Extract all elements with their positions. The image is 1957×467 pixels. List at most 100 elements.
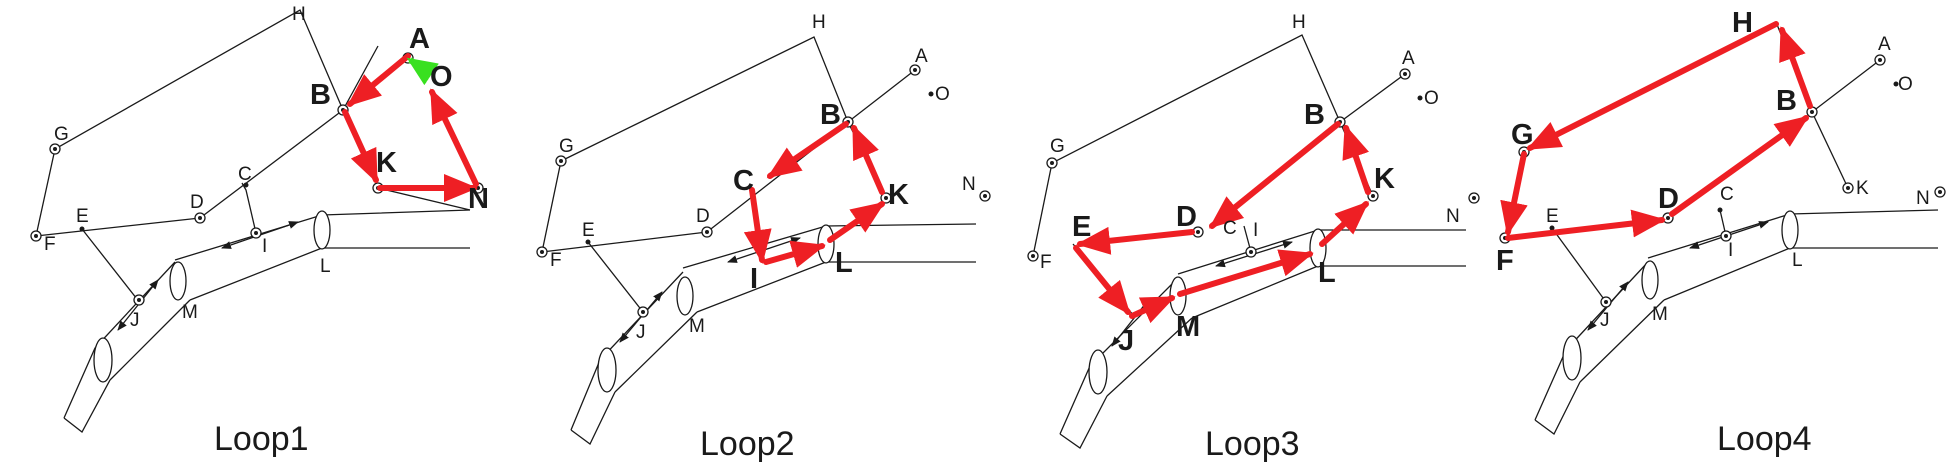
panel-title: Loop1 bbox=[214, 420, 309, 458]
node-label-d: D bbox=[1658, 183, 1679, 215]
rod-f-d bbox=[541, 231, 708, 253]
cylinder-cap-l bbox=[313, 210, 331, 250]
panel-loop4: A O N K C I L J M E H G F D B Loop4 bbox=[1496, 7, 1946, 458]
cylinder-cap-l bbox=[1309, 228, 1327, 268]
node-label-h: H bbox=[1292, 12, 1306, 33]
rod-n bbox=[377, 187, 471, 211]
loop-arrow-b-d bbox=[1208, 121, 1341, 229]
loop-arrow-e-j bbox=[1073, 245, 1131, 316]
node-label-o: O bbox=[1898, 74, 1913, 95]
node-label-g: G bbox=[54, 124, 69, 145]
node-label-e: E bbox=[76, 206, 89, 227]
loop-arrow-a-b bbox=[346, 53, 411, 107]
node-label-l: L bbox=[1792, 250, 1803, 271]
node-label-g: G bbox=[1050, 136, 1065, 157]
loop-arrow-d-e bbox=[1076, 226, 1195, 255]
node-label-c: C bbox=[1223, 218, 1237, 239]
node-label-j: J bbox=[130, 310, 140, 331]
loop-arrow-b-k bbox=[342, 109, 379, 184]
loop-arrow-k-b bbox=[851, 124, 885, 195]
node-label-b: B bbox=[310, 79, 331, 111]
cylinder-cap-m bbox=[1641, 260, 1659, 300]
loop-arrow-f-d bbox=[1505, 209, 1666, 241]
node-label-l: L bbox=[1318, 257, 1336, 289]
node-label-a: A bbox=[1878, 34, 1891, 55]
rod-e-j bbox=[1551, 227, 1607, 303]
node-label-a: A bbox=[409, 23, 430, 55]
node-label-g: G bbox=[1511, 119, 1534, 151]
loop-arrow-h-g bbox=[1526, 21, 1779, 151]
loop-arrow-g-f bbox=[1500, 151, 1528, 236]
node-label-m: M bbox=[1176, 311, 1200, 343]
start-arrow-o-a bbox=[406, 57, 439, 86]
panel-loop2: H G F E D J M A O N B C I L K Loop2 bbox=[536, 12, 991, 463]
panel-title: Loop3 bbox=[1205, 425, 1300, 463]
joint-markers bbox=[30, 52, 484, 306]
node-label-c: C bbox=[733, 165, 754, 197]
node-label-c: C bbox=[1720, 184, 1734, 205]
node-label-e: E bbox=[582, 220, 595, 241]
node-label-b: B bbox=[820, 99, 841, 131]
rod-b-k bbox=[1811, 111, 1849, 189]
node-label-g: G bbox=[559, 136, 574, 157]
node-label-b: B bbox=[1304, 99, 1325, 131]
panel-loop1: H G F E D C I J M L A B O K N Loop1 bbox=[30, 4, 489, 458]
cylinder-cap-j bbox=[1088, 349, 1108, 395]
cylinder-cap-j bbox=[597, 347, 617, 393]
node-label-b: B bbox=[1776, 85, 1797, 117]
upper-frame-link bbox=[1032, 34, 1406, 257]
loop-arrow-l-k bbox=[827, 201, 886, 243]
loop-arrow-l-k bbox=[1319, 201, 1369, 247]
node-label-n: N bbox=[1916, 188, 1930, 209]
node-label-m: M bbox=[182, 302, 198, 323]
node-label-l: L bbox=[835, 247, 853, 279]
node-label-o: O bbox=[1424, 88, 1439, 109]
rod-e-j bbox=[81, 228, 143, 301]
loop-arrow-c-i bbox=[743, 187, 772, 264]
node-label-h: H bbox=[1732, 7, 1753, 39]
node-label-k: K bbox=[1374, 163, 1395, 195]
node-label-j: J bbox=[636, 322, 646, 343]
node-label-a: A bbox=[1402, 48, 1415, 69]
loop-arrow-b-c bbox=[766, 121, 849, 179]
node-label-k: K bbox=[1856, 178, 1869, 199]
node-label-i: I bbox=[1253, 220, 1258, 241]
node-label-m: M bbox=[689, 316, 705, 337]
loop-arrow-j-m bbox=[1129, 295, 1176, 324]
cylinder-cap-j bbox=[1562, 335, 1582, 381]
node-label-k: K bbox=[888, 179, 909, 211]
node-label-c: C bbox=[238, 164, 252, 185]
node-label-o: O bbox=[935, 84, 950, 105]
node-label-f: F bbox=[1496, 245, 1514, 277]
joint-markers bbox=[1027, 68, 1480, 262]
node-label-a: A bbox=[915, 46, 928, 67]
node-label-e: E bbox=[1546, 206, 1559, 227]
loop-arrow-d-b bbox=[1669, 115, 1810, 217]
node-label-n: N bbox=[1446, 206, 1460, 227]
panel-title: Loop4 bbox=[1717, 420, 1812, 458]
node-label-o: O bbox=[430, 61, 453, 93]
rod-f-d bbox=[35, 217, 201, 237]
node-label-j: J bbox=[1600, 310, 1610, 331]
node-label-f: F bbox=[1040, 252, 1052, 273]
cylinder-cap-l bbox=[1781, 210, 1799, 250]
node-label-k: K bbox=[376, 147, 397, 179]
node-label-i: I bbox=[1728, 240, 1733, 261]
cylinder-cap-m bbox=[676, 276, 694, 316]
node-label-i: I bbox=[750, 263, 758, 295]
rod-d-b bbox=[199, 109, 344, 219]
node-label-h: H bbox=[292, 4, 306, 25]
rod-e-j bbox=[587, 241, 644, 313]
node-label-f: F bbox=[550, 250, 562, 271]
node-label-d: D bbox=[1176, 201, 1197, 233]
node-label-f: F bbox=[44, 234, 56, 255]
panel-loop3: H G F A O N B K D C I E J M L Loop3 bbox=[1027, 12, 1480, 463]
node-label-d: D bbox=[696, 206, 710, 227]
loop-arrow-i-l bbox=[763, 240, 826, 268]
node-label-n: N bbox=[962, 174, 976, 195]
node-label-i: I bbox=[262, 236, 267, 257]
cylinder-cap-m bbox=[169, 261, 187, 301]
node-label-n: N bbox=[468, 183, 489, 215]
node-label-j: J bbox=[1118, 325, 1134, 357]
